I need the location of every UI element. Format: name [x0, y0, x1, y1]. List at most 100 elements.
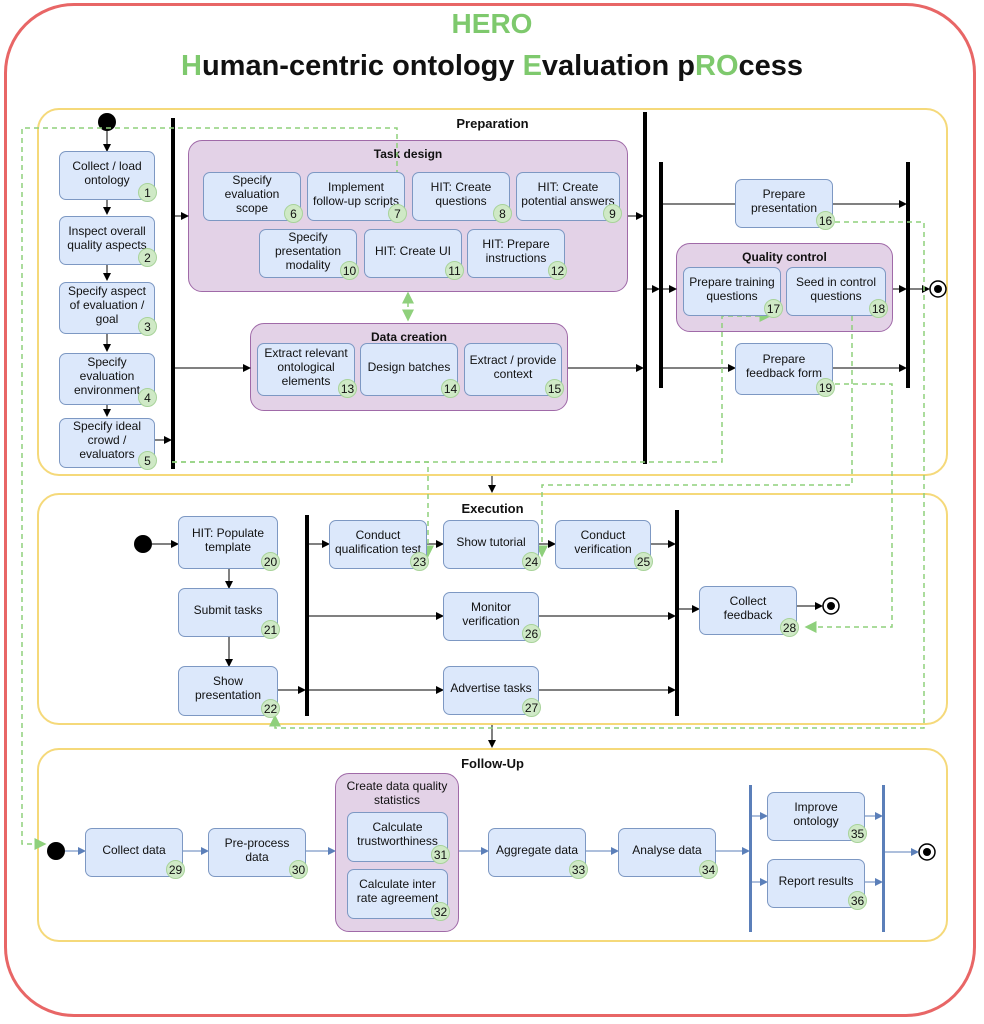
task-label: Analyse data: [632, 842, 702, 857]
task-number: 36: [848, 891, 867, 910]
task-label: Specify evaluation scope: [224, 172, 280, 215]
task-label: Collect data: [102, 842, 166, 857]
task-label: Show tutorial: [456, 534, 526, 549]
task-number: 2: [138, 248, 157, 267]
sync-bar: [675, 510, 679, 716]
phase-title: Follow-Up: [461, 756, 524, 771]
group-title: Data creation: [370, 330, 448, 344]
task-number: 35: [848, 824, 867, 843]
task-number: 13: [338, 379, 357, 398]
task-27[interactable]: Advertise tasks 27: [443, 666, 541, 717]
task-number: 16: [816, 211, 835, 230]
diagram-subtitle: Human-centric ontology Evaluation pROces…: [0, 50, 984, 83]
task-number: 22: [261, 699, 280, 718]
task-number: 33: [569, 860, 588, 879]
task-label: HIT: Create UI: [374, 243, 452, 258]
task-number: 3: [138, 317, 157, 336]
task-label: Monitor verification: [462, 599, 520, 628]
subtitle-part: RO: [695, 50, 739, 82]
task-number: 24: [522, 552, 541, 571]
task-28[interactable]: Collect feedback 28: [699, 586, 799, 637]
task-label: Collect / load ontology: [72, 158, 142, 187]
task-label: Collect feedback: [723, 593, 773, 622]
task-number: 21: [261, 620, 280, 639]
task-label: Seed in control questions: [795, 274, 877, 303]
sync-bar: [305, 515, 309, 716]
diagram-title: HERO: [451, 8, 533, 39]
task-11[interactable]: HIT: Create UI 11: [364, 229, 464, 280]
sync-bar: [906, 162, 910, 388]
task-number: 12: [548, 261, 567, 280]
task-label: Specify evaluation environment: [73, 355, 141, 397]
task-label: Specify presentation modality: [274, 229, 342, 272]
task-number: 14: [441, 379, 460, 398]
task-number: 34: [699, 860, 718, 879]
task-number: 6: [284, 204, 303, 223]
task-label: Design batches: [367, 359, 451, 374]
task-number: 1: [138, 183, 157, 202]
task-label: Advertise tasks: [450, 680, 532, 695]
task-number: 20: [261, 552, 280, 571]
task-label: HIT: Prepare instructions: [482, 236, 550, 265]
task-number: 11: [445, 261, 464, 280]
task-number: 27: [522, 698, 541, 717]
task-number: 9: [603, 204, 622, 223]
sync-bar: [171, 118, 175, 469]
task-34[interactable]: Analyse data 34: [618, 828, 718, 879]
task-number: 23: [410, 552, 429, 571]
task-number: 15: [545, 379, 564, 398]
task-number: 31: [431, 845, 450, 864]
task-number: 30: [289, 860, 308, 879]
task-33[interactable]: Aggregate data 33: [488, 828, 588, 879]
task-label: Report results: [778, 873, 854, 888]
sync-bar: [749, 785, 752, 932]
task-number: 4: [138, 388, 157, 407]
task-number: 26: [522, 624, 541, 643]
task-number: 28: [780, 618, 799, 637]
sync-bar: [659, 162, 663, 388]
task-label: Prepare feedback form: [745, 352, 823, 380]
task-label: Implement follow-up scripts: [312, 179, 400, 208]
task-24[interactable]: Show tutorial 24: [443, 520, 541, 571]
task-number: 8: [493, 204, 512, 223]
task-label: Aggregate data: [495, 842, 579, 857]
subtitle-part: H: [180, 50, 202, 82]
outer-frame: [4, 3, 976, 1017]
task-number: 29: [166, 860, 185, 879]
task-36[interactable]: Report results 36: [767, 859, 867, 910]
group-title: Create data quality statistics: [346, 779, 448, 807]
task-label: Calculate trustworthiness: [357, 820, 438, 848]
subtitle-part: cess: [738, 50, 804, 82]
task-label: Prepare presentation: [750, 186, 818, 215]
task-14[interactable]: Design batches 14: [360, 343, 460, 398]
task-number: 7: [388, 204, 407, 223]
